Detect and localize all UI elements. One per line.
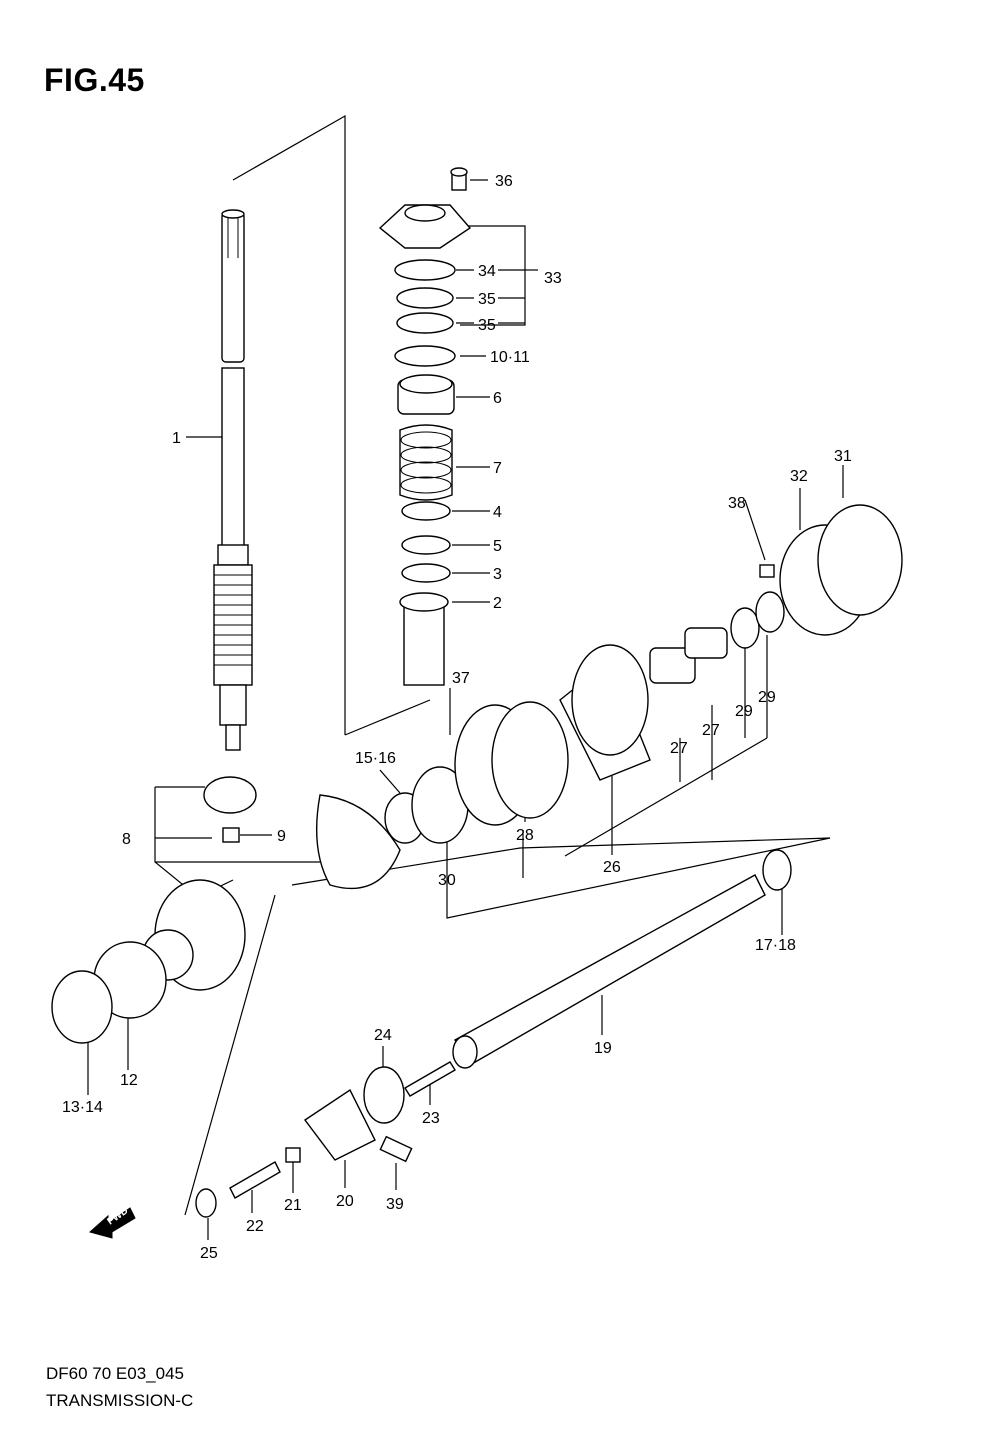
callout-33: 33 [544,270,562,287]
callout-39: 39 [386,1196,404,1213]
callout-7: 7 [493,460,502,477]
callout-labels: 1 2 3 4 5 6 7 8 9 10·11 12 13·14 15·16 1… [62,173,852,1262]
fwd-arrow-icon [88,1207,136,1239]
upper-bearing-stack [378,167,472,686]
callout-34: 34 [478,263,496,280]
callout-38: 38 [728,495,746,512]
callout-13-14: 13·14 [62,1099,103,1116]
callout-4: 4 [493,504,502,521]
gear-assembly [51,504,903,1044]
callout-27-b: 27 [702,722,720,739]
callout-10-11: 10·11 [490,349,530,366]
callout-29-b: 29 [758,689,776,706]
callout-5: 5 [493,538,502,555]
callout-36: 36 [495,173,513,190]
callout-20: 20 [336,1193,354,1210]
callout-23: 23 [422,1110,440,1127]
callout-21: 21 [284,1197,302,1214]
callout-15-16: 15·16 [355,750,396,767]
drive-shaft [213,209,253,751]
callout-29-a: 29 [735,703,753,720]
callout-22: 22 [246,1218,264,1235]
callout-28: 28 [516,827,534,844]
callout-24: 24 [374,1027,392,1044]
callout-6: 6 [493,390,502,407]
figure-title: FIG.45 [44,62,145,98]
callout-37: 37 [452,670,470,687]
callout-8: 8 [122,831,131,848]
callout-30: 30 [438,872,456,889]
model-code: DF60 70 E03_045 [46,1364,184,1383]
callout-31: 31 [834,448,852,465]
propeller-shaft [195,849,792,1218]
leader-lines [87,179,844,1240]
callout-1: 1 [172,430,181,447]
callout-12: 12 [120,1072,138,1089]
callout-3: 3 [493,566,502,583]
bracket-lines [154,114,831,1216]
section-title: TRANSMISSION-C [46,1391,194,1410]
footer: DF60 70 E03_045 TRANSMISSION-C [46,1360,193,1414]
callout-2: 2 [493,595,502,612]
callout-25: 25 [200,1245,218,1262]
callout-35-a: 35 [478,291,496,308]
callout-27-a: 27 [670,740,688,757]
callout-19: 19 [594,1040,612,1057]
callout-35-b: 35 [478,317,496,334]
callout-26: 26 [603,859,621,876]
callout-32: 32 [790,468,808,485]
callout-9: 9 [277,828,286,845]
callout-17-18: 17·18 [755,937,796,954]
